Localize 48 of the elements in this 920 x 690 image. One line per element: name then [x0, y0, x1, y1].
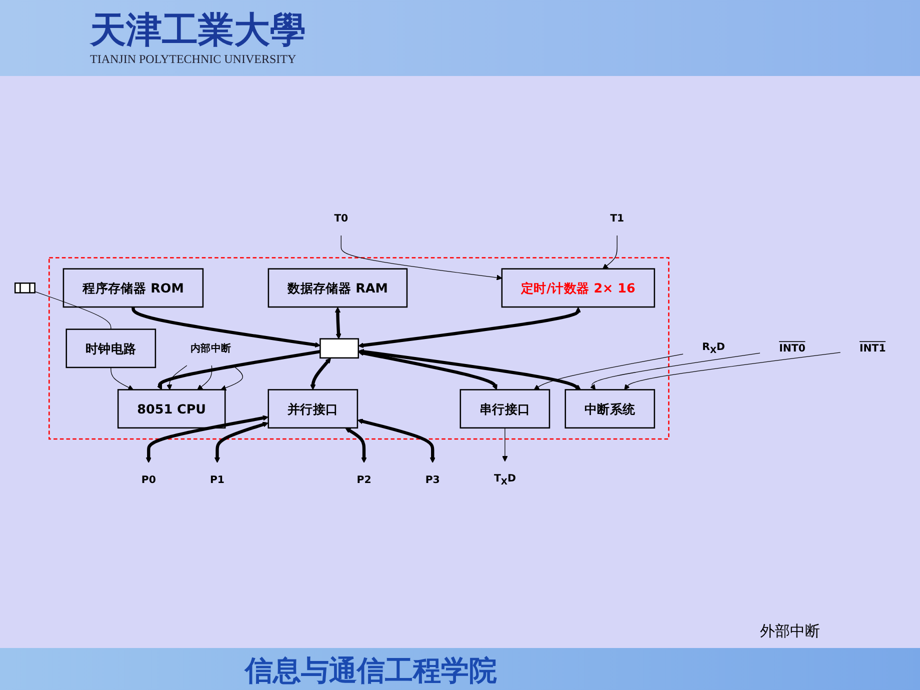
node-text: T1	[610, 212, 624, 224]
arrow	[340, 235, 502, 281]
arrow	[310, 358, 332, 390]
arrow	[166, 366, 188, 390]
node-text: P0	[141, 474, 156, 486]
arrow	[357, 418, 436, 464]
node-box: 8051 CPU	[117, 389, 226, 429]
arrow	[602, 235, 618, 270]
arrow	[132, 307, 320, 348]
node-text: P3	[425, 474, 440, 486]
node-text: 内部中断	[190, 342, 232, 354]
arrow	[624, 352, 841, 390]
arrow	[534, 354, 684, 390]
arrow	[110, 367, 134, 390]
arrow	[358, 349, 582, 390]
node-box: 时钟电路	[66, 328, 156, 368]
arrow	[334, 307, 342, 340]
node-text: R$_{X}$D	[702, 340, 725, 356]
arrow	[590, 353, 760, 390]
node-box: 程序存储器 ROM	[62, 268, 204, 308]
node-box: 数据存储器 RAM	[268, 268, 408, 308]
arrow	[214, 422, 268, 464]
node-box: 中断系统	[564, 389, 656, 429]
node-text: T$_{X}$D	[494, 472, 516, 488]
node-box: 定时/计数器 2× 16	[501, 268, 656, 308]
banner-text: 天津工業大學	[90, 8, 306, 53]
banner-text: TIANJIN POLYTECHNIC UNIVERSITY	[90, 52, 296, 67]
arrow	[156, 350, 320, 390]
arrow	[146, 416, 268, 464]
cluster	[48, 257, 670, 440]
arrow	[220, 366, 243, 391]
node-box: 并行接口	[268, 389, 358, 429]
arrow	[358, 307, 581, 348]
node-text: T0	[334, 212, 348, 224]
connector	[34, 292, 112, 330]
caption-text: 外部中断	[760, 622, 820, 641]
node-text: INT0	[779, 342, 806, 354]
node-bar	[320, 338, 359, 359]
arrow	[197, 366, 212, 390]
arrow	[502, 428, 508, 462]
arrow	[345, 428, 367, 464]
node-text: P2	[356, 474, 372, 486]
banner-text: 信息与通信工程学院	[245, 653, 497, 689]
node-crystal	[14, 282, 36, 294]
node-text: INT1	[859, 342, 886, 354]
node-text: P1	[210, 474, 225, 486]
node-box: 串行接口	[460, 389, 550, 429]
arrow	[358, 350, 498, 390]
